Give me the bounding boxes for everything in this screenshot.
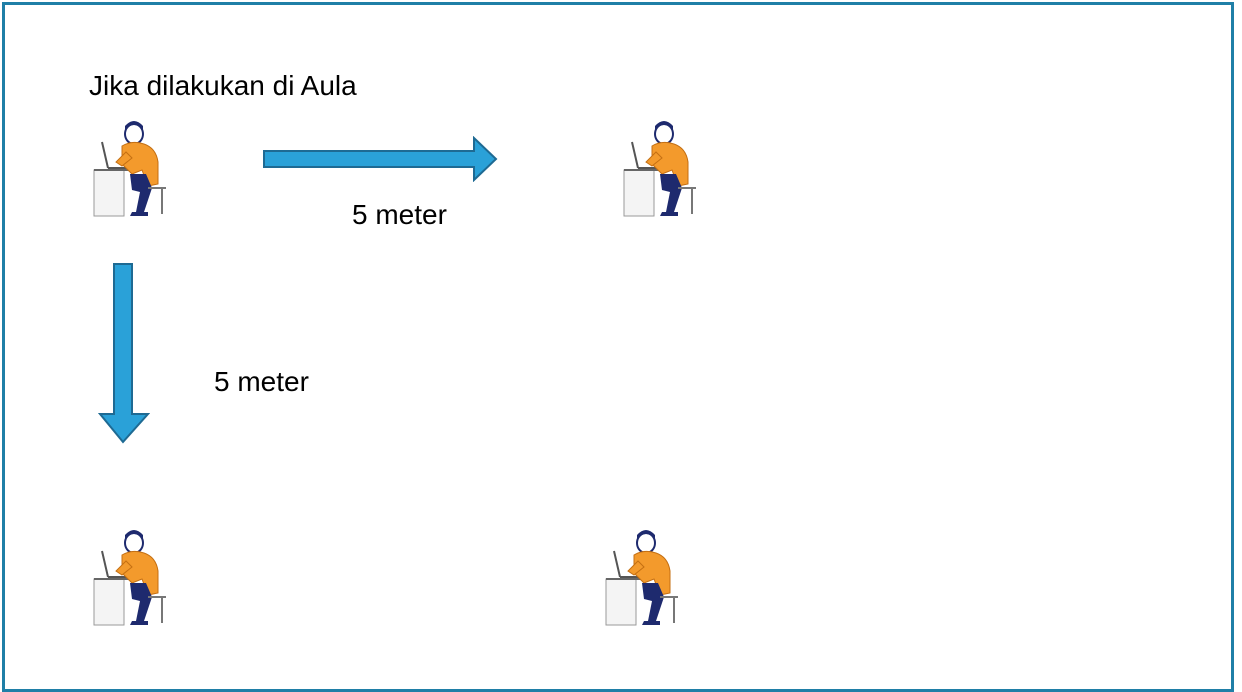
diagram-title: Jika dilakukan di Aula bbox=[89, 70, 357, 101]
arrow-down-icon bbox=[98, 263, 150, 444]
arrow-right-icon bbox=[263, 136, 498, 182]
person-at-desk-icon bbox=[93, 121, 166, 217]
horizontal-distance-label: 5 meter bbox=[352, 199, 447, 230]
vertical-distance-label: 5 meter bbox=[214, 366, 309, 397]
person-at-desk-icon bbox=[623, 121, 696, 217]
person-at-desk-icon bbox=[605, 530, 678, 626]
person-at-desk-icon bbox=[93, 530, 166, 626]
